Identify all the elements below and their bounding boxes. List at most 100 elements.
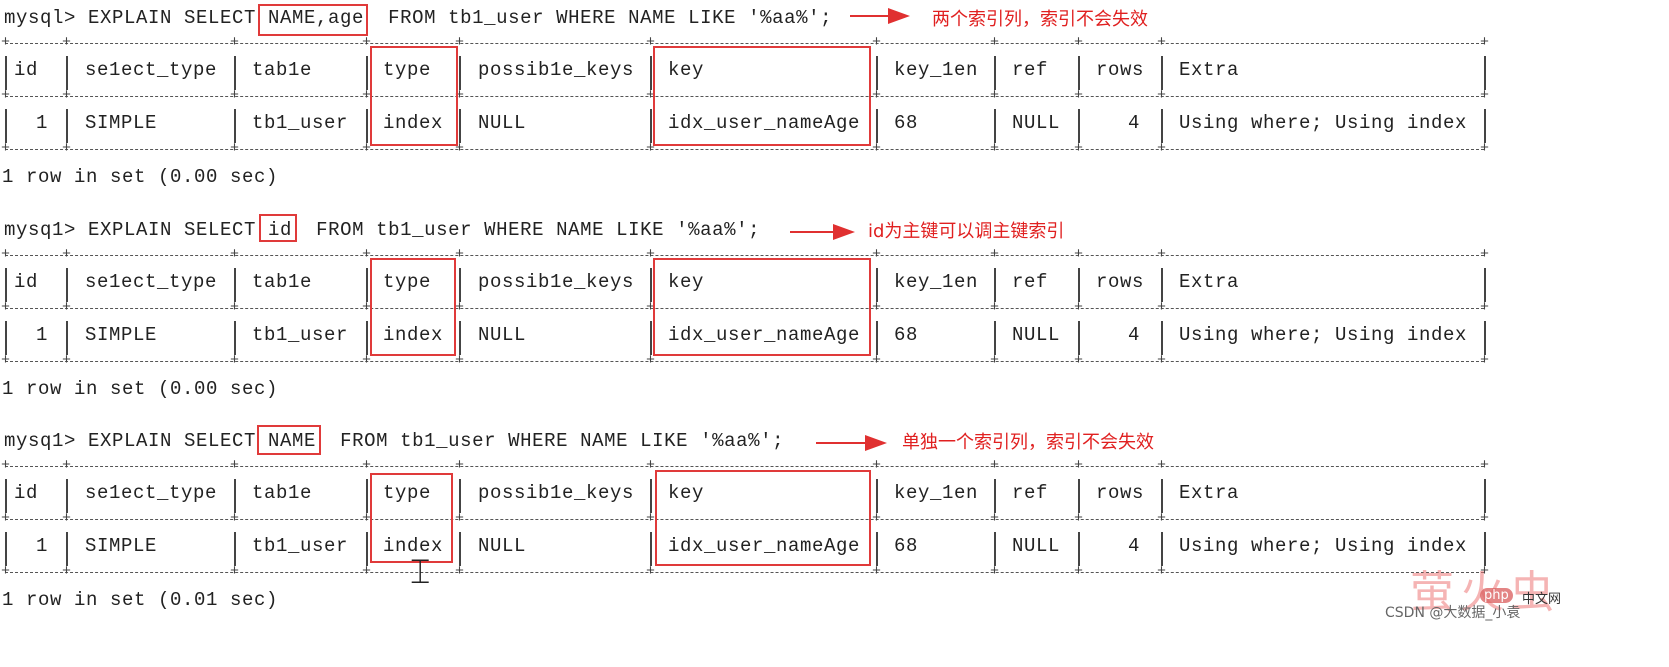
table-border-joint: + <box>1157 140 1167 157</box>
table-border-joint: + <box>872 140 882 157</box>
table-border-joint: + <box>1 352 11 369</box>
column-divider <box>366 56 368 90</box>
column-header-key: key <box>668 271 705 293</box>
column-header-ref: ref <box>1012 482 1049 504</box>
table-border-rule <box>5 466 1484 467</box>
table-border-rule <box>5 519 1484 520</box>
column-divider <box>1484 268 1486 302</box>
query-selected-columns: NAME,age <box>268 7 365 29</box>
annotation-note: 单独一个索引列，索引不会失效 <box>902 432 1154 453</box>
column-divider <box>1484 479 1486 513</box>
arrow-head <box>833 224 855 240</box>
table-border-joint: + <box>62 34 72 51</box>
table-border-joint: + <box>1 563 11 580</box>
table-border-joint: + <box>646 140 656 157</box>
column-header-key: key <box>668 482 705 504</box>
column-divider <box>1161 56 1163 90</box>
table-border-joint: + <box>1074 34 1084 51</box>
column-header-ref: ref <box>1012 59 1049 81</box>
column-header-select_type: se1ect_type <box>85 271 218 293</box>
table-border-joint: + <box>362 457 372 474</box>
arrow-shaft <box>816 442 869 444</box>
table-border-joint: + <box>872 457 882 474</box>
column-divider <box>876 56 878 90</box>
table-border: +++++++++++ <box>0 140 1490 157</box>
column-divider <box>5 268 7 302</box>
query-text-start: EXPLAIN SELECT <box>88 430 269 452</box>
column-divider <box>1078 56 1080 90</box>
column-divider <box>876 479 878 513</box>
column-divider <box>650 321 652 355</box>
column-divider <box>1078 268 1080 302</box>
arrow-head <box>865 435 887 451</box>
column-divider <box>1161 268 1163 302</box>
table-border: +++++++++++ <box>0 352 1490 369</box>
column-divider <box>876 109 878 143</box>
row-cell-type: index <box>383 112 444 134</box>
row-cell-key: idx_user_nameAge <box>668 112 861 134</box>
result-footer: 1 row in set (0.00 sec) <box>2 378 279 400</box>
table-border-joint: + <box>230 246 240 263</box>
highlight-box-key-column <box>655 470 871 566</box>
table-border-joint: + <box>362 299 372 316</box>
query-text-start: EXPLAIN SELECT <box>88 219 269 241</box>
column-divider <box>459 321 461 355</box>
table-border-joint: + <box>62 457 72 474</box>
table-border-joint: + <box>362 563 372 580</box>
column-divider <box>234 109 236 143</box>
column-divider <box>366 321 368 355</box>
table-border-joint: + <box>1074 299 1084 316</box>
table-border: +++++++++++ <box>0 87 1490 104</box>
table-border-joint: + <box>1074 563 1084 580</box>
highlight-box-type-column <box>370 473 453 563</box>
column-divider <box>994 109 996 143</box>
column-header-extra: Extra <box>1179 271 1240 293</box>
table-border-joint: + <box>646 510 656 527</box>
table-border-joint: + <box>1074 140 1084 157</box>
table-border-joint: + <box>990 140 1000 157</box>
column-divider <box>1484 321 1486 355</box>
column-divider <box>1484 109 1486 143</box>
table-border-joint: + <box>1 34 11 51</box>
result-footer: 1 row in set (0.00 sec) <box>2 166 279 188</box>
table-border-joint: + <box>62 87 72 104</box>
column-header-rows: rows <box>1096 482 1145 504</box>
table-border-joint: + <box>872 34 882 51</box>
row-cell-select_type: SIMPLE <box>85 535 158 557</box>
row-cell-possible_keys: NULL <box>478 324 527 346</box>
column-divider <box>459 532 461 566</box>
table-border: +++++++++++ <box>0 299 1490 316</box>
table-border-joint: + <box>1480 87 1490 104</box>
table-border-joint: + <box>990 87 1000 104</box>
mysql-prompt: mysql> <box>4 7 89 29</box>
column-divider <box>994 56 996 90</box>
table-border-joint: + <box>1480 563 1490 580</box>
table-border-joint: + <box>455 299 465 316</box>
table-border-joint: + <box>646 87 656 104</box>
column-divider <box>876 268 878 302</box>
table-border-joint: + <box>455 510 465 527</box>
table-border-joint: + <box>1157 246 1167 263</box>
table-border-rule <box>5 572 1484 573</box>
column-divider <box>66 532 68 566</box>
table-border-joint: + <box>455 352 465 369</box>
column-divider <box>1484 532 1486 566</box>
column-divider <box>1078 532 1080 566</box>
column-header-key_len: key_1en <box>894 271 979 293</box>
row-cell-key_len: 68 <box>894 324 919 346</box>
table-border-joint: + <box>990 352 1000 369</box>
query-selected-columns: id <box>268 219 293 241</box>
column-header-id: id <box>14 59 39 81</box>
column-divider <box>5 479 7 513</box>
table-border-joint: + <box>872 299 882 316</box>
table-border-rule <box>5 43 1484 44</box>
table-border-joint: + <box>62 246 72 263</box>
column-divider <box>459 479 461 513</box>
table-border-rule <box>5 308 1484 309</box>
annotation-arrow-icon <box>816 435 887 451</box>
row-cell-key_len: 68 <box>894 112 919 134</box>
table-border-joint: + <box>646 246 656 263</box>
row-cell-possible_keys: NULL <box>478 112 527 134</box>
highlight-box-select-columns <box>258 4 368 36</box>
column-divider <box>650 532 652 566</box>
